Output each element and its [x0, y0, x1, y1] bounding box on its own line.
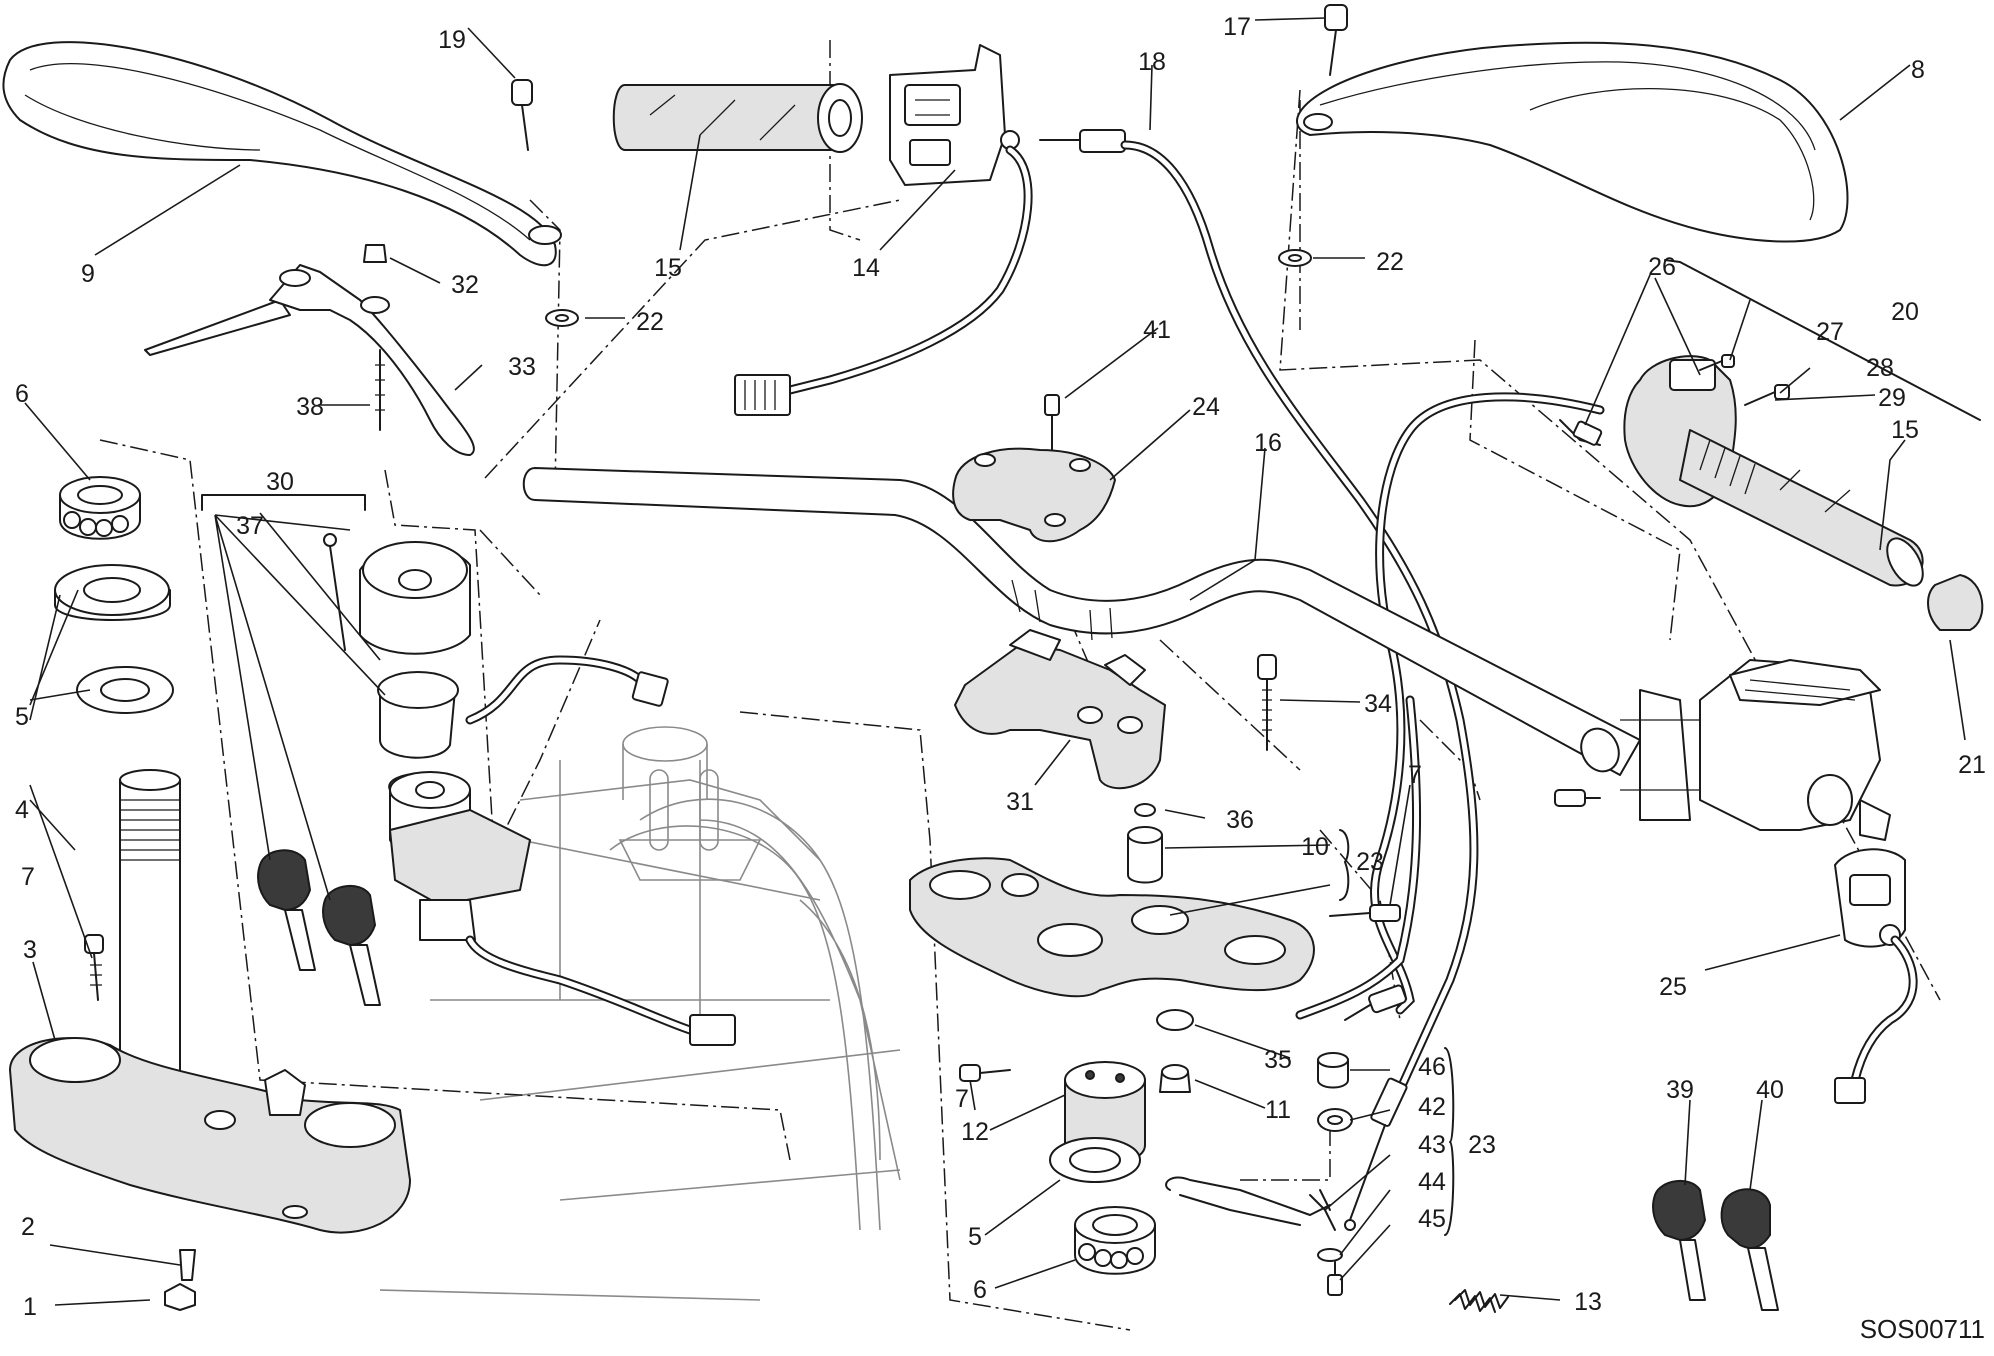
- callout-32: 32: [451, 271, 479, 299]
- callout-29: 29: [1878, 384, 1906, 412]
- callout-46: 46: [1418, 1053, 1446, 1081]
- callout-8: 8: [1911, 56, 1925, 84]
- callout-34: 34: [1364, 690, 1392, 718]
- callout-6-left: 6: [15, 380, 29, 408]
- callout-7-right: 7: [1408, 761, 1422, 789]
- callout-31: 31: [1006, 788, 1034, 816]
- spring-13: [1449, 1289, 1509, 1313]
- callout-41: 41: [1143, 316, 1171, 344]
- callout-18: 18: [1138, 48, 1166, 76]
- callout-6-center: 6: [973, 1276, 987, 1304]
- callout-22-left: 22: [636, 308, 664, 336]
- callout-15-left: 15: [654, 254, 682, 282]
- callout-14: 14: [852, 254, 880, 282]
- lever-33: [144, 244, 475, 456]
- callout-39: 39: [1666, 1076, 1694, 1104]
- callout-2: 2: [21, 1213, 35, 1241]
- callout-40: 40: [1756, 1076, 1784, 1104]
- callout-27: 27: [1816, 318, 1844, 346]
- top-triple-clamp: [909, 857, 1401, 998]
- callout-19: 19: [438, 26, 466, 54]
- ignition-keys: [257, 849, 381, 1006]
- callout-labels: 1 2 3 7 4 5 6 9 19 22 32 33 38 30 37 15 …: [15, 13, 1986, 1344]
- callout-45: 45: [1418, 1205, 1446, 1233]
- callout-23-top: 23: [1356, 848, 1384, 876]
- bolt-7-center: [959, 1064, 1011, 1082]
- bolt-17: [1278, 4, 1348, 267]
- bar-end-cap: [1927, 574, 1984, 631]
- bolt-7-left: [84, 934, 104, 1001]
- callout-7-left: 7: [21, 863, 35, 891]
- callout-5-left: 5: [15, 703, 29, 731]
- screw-37: [323, 533, 346, 651]
- handlebar-lower-clamp: [954, 629, 1166, 790]
- callout-5-center: 5: [968, 1223, 982, 1251]
- right-mirror: [1296, 41, 1849, 243]
- screw-nut-1-2: [164, 1249, 196, 1311]
- washer-nut-35-11: [1156, 1009, 1194, 1093]
- ignition-switch-assembly: [359, 541, 736, 1046]
- callout-10: 10: [1301, 833, 1329, 861]
- callout-7-center: 7: [955, 1085, 969, 1113]
- callout-24: 24: [1192, 393, 1220, 421]
- left-mirror: [2, 41, 562, 267]
- callout-36: 36: [1226, 806, 1254, 834]
- callout-35: 35: [1264, 1046, 1292, 1074]
- callout-3: 3: [23, 936, 37, 964]
- left-grip: [612, 83, 863, 153]
- group-brackets: [201, 259, 1981, 1236]
- callout-23-bottom: 23: [1468, 1131, 1496, 1159]
- callout-28: 28: [1866, 354, 1894, 382]
- callout-42: 42: [1418, 1093, 1446, 1121]
- callout-15-right: 15: [1891, 416, 1919, 444]
- callout-25: 25: [1659, 973, 1687, 1001]
- callout-44: 44: [1418, 1168, 1446, 1196]
- callout-4: 4: [15, 796, 29, 824]
- right-switch-unit: [1834, 848, 1918, 1104]
- screw-41: [1044, 394, 1060, 451]
- throttle-cable-18: [1039, 129, 1479, 1231]
- callout-1: 1: [23, 1293, 37, 1321]
- callout-38: 38: [296, 393, 324, 421]
- callout-17: 17: [1223, 13, 1251, 41]
- bottom-triple-clamp: [9, 769, 411, 1234]
- callout-37: 37: [236, 512, 264, 540]
- leader-lines: [24, 17, 1966, 1306]
- callout-26: 26: [1648, 253, 1676, 281]
- handlebar-upper-clamp: [952, 447, 1116, 543]
- callout-9: 9: [81, 260, 95, 288]
- throttle-assembly: [1623, 355, 1924, 587]
- callout-16: 16: [1254, 429, 1282, 457]
- callout-11: 11: [1265, 1096, 1291, 1124]
- callout-30: 30: [266, 468, 294, 496]
- bearing-6-center: [1074, 1206, 1156, 1275]
- dust-seal-5-center: [1049, 1137, 1141, 1183]
- bolt-19: [511, 79, 579, 327]
- callout-43: 43: [1418, 1131, 1446, 1159]
- bolt-34: [1257, 654, 1277, 751]
- callout-33: 33: [508, 353, 536, 381]
- callout-12: 12: [961, 1118, 989, 1146]
- left-bearing-stack: [54, 476, 174, 714]
- callout-20: 20: [1891, 298, 1919, 326]
- callout-13: 13: [1574, 1288, 1602, 1316]
- hardware-stack-42-46: [1165, 1052, 1353, 1296]
- spacer-10: [1127, 803, 1163, 884]
- left-switch-unit: [734, 44, 1033, 416]
- brake-master-cylinder: [1554, 659, 1891, 841]
- diagram-code: SOS00711: [1860, 1314, 1985, 1344]
- motorcycle-frame-outline: [379, 726, 901, 1301]
- handlebar: [522, 467, 1641, 776]
- keys-39-40: [1652, 1179, 1779, 1311]
- callout-21: 21: [1958, 751, 1986, 779]
- callout-22-right: 22: [1376, 248, 1404, 276]
